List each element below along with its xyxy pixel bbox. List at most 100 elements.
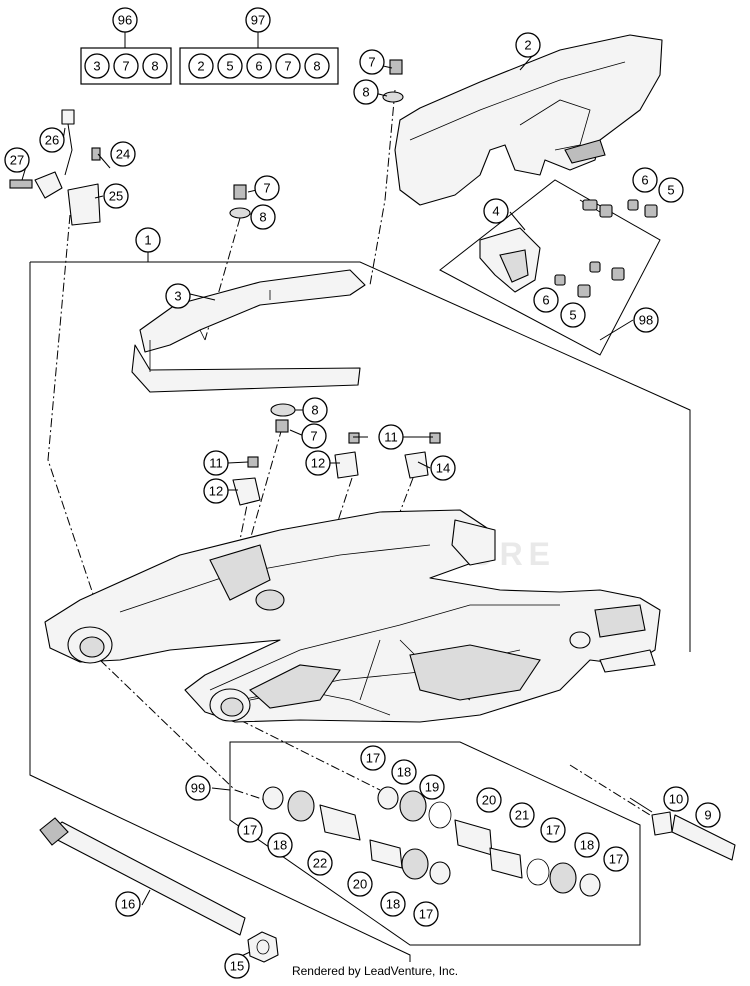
svg-text:5: 5 [569,308,576,323]
kit-97-item: 8 [304,53,330,79]
callout-27: 27 [4,147,30,173]
chain-guide-insert [499,249,529,283]
callout-17: 17 [360,745,386,771]
callout-22: 22 [307,850,333,876]
callout-26: 26 [39,127,65,153]
assembly-line [249,427,283,541]
svg-text:17: 17 [243,823,257,838]
kit-98-box [439,179,661,356]
assembly-line [99,659,266,801]
svg-text:5: 5 [226,59,233,74]
svg-text:11: 11 [209,456,223,471]
callout-17: 17 [540,817,566,843]
svg-text:8: 8 [313,59,320,74]
assembly-line [369,89,396,286]
kit-96-item: 8 [142,53,168,79]
bolt-set [554,199,658,298]
shock-mount [255,589,285,611]
callout-8: 8 [302,397,328,423]
callout-20: 20 [347,871,373,897]
callout-24: 24 [110,141,136,167]
svg-text:9: 9 [704,808,711,823]
callout-11: 11 [378,424,404,450]
callout-1: 1 [135,227,161,253]
pivot-bore-inner [220,697,244,717]
svg-text:14: 14 [436,461,450,476]
callout-17: 17 [413,901,439,927]
svg-text:6: 6 [641,173,648,188]
svg-text:27: 27 [10,153,24,168]
callout-9: 9 [695,802,721,828]
svg-text:7: 7 [284,59,291,74]
callout-4: 4 [483,198,509,224]
chain-guard-ribs [564,139,606,164]
svg-text:15: 15 [230,959,244,974]
svg-text:26: 26 [45,133,59,148]
callout-17: 17 [603,846,629,872]
chain-slider-detail [149,290,271,372]
svg-text:2: 2 [524,38,531,53]
callout-25: 25 [103,183,129,209]
pivot-bore-inner [79,636,105,658]
svg-text:6: 6 [255,59,262,74]
svg-text:3: 3 [93,59,100,74]
svg-text:20: 20 [482,793,496,808]
svg-text:96: 96 [118,13,132,28]
callout-21: 21 [509,802,535,828]
callout-18: 18 [267,832,293,858]
svg-text:20: 20 [353,877,367,892]
callout-7: 7 [254,175,280,201]
callout-12: 12 [203,478,229,504]
swingarm-group-frame [29,261,691,962]
callout-98: 98 [633,307,659,333]
svg-text:18: 18 [273,838,287,853]
callout-97: 97 [245,7,271,33]
callout-10: 10 [663,786,689,812]
svg-text:18: 18 [397,765,411,780]
pivot-nut-hole [256,939,270,955]
svg-text:97: 97 [251,13,265,28]
swingarm [44,509,661,723]
svg-text:25: 25 [109,189,123,204]
callout-14: 14 [430,455,456,481]
swingarm-window [249,664,341,709]
callout-18: 18 [574,832,600,858]
svg-text:1: 1 [144,233,151,248]
svg-text:6: 6 [542,293,549,308]
svg-text:8: 8 [151,59,158,74]
sensor-assembly [9,109,101,226]
svg-text:7: 7 [368,55,375,70]
svg-text:4: 4 [492,204,499,219]
svg-text:17: 17 [419,907,433,922]
svg-text:7: 7 [263,181,270,196]
svg-text:8: 8 [259,210,266,225]
svg-text:17: 17 [366,751,380,766]
svg-text:2: 2 [197,59,204,74]
kit-97-item: 6 [246,53,272,79]
callout-18: 18 [380,891,406,917]
svg-text:5: 5 [667,183,674,198]
pivot-shaft [47,821,246,936]
kit-96-item: 3 [84,53,110,79]
chain-guard-detail [409,61,626,151]
callout-5: 5 [560,302,586,328]
svg-text:12: 12 [209,484,223,499]
svg-text:98: 98 [639,313,653,328]
kit-99-box [229,741,641,946]
svg-text:18: 18 [386,897,400,912]
assembly-line [569,764,651,816]
axle-block [569,631,591,649]
callout-8: 8 [353,79,379,105]
svg-text:16: 16 [121,897,135,912]
assembly-line [239,719,381,791]
callout-7: 7 [359,49,385,75]
callout-15: 15 [224,953,250,979]
assembly-line [47,214,96,601]
svg-text:12: 12 [311,456,325,471]
brake-stay [599,649,656,673]
callout-11: 11 [203,450,229,476]
svg-text:7: 7 [310,429,317,444]
svg-text:19: 19 [425,780,439,795]
callout-3: 3 [165,283,191,309]
